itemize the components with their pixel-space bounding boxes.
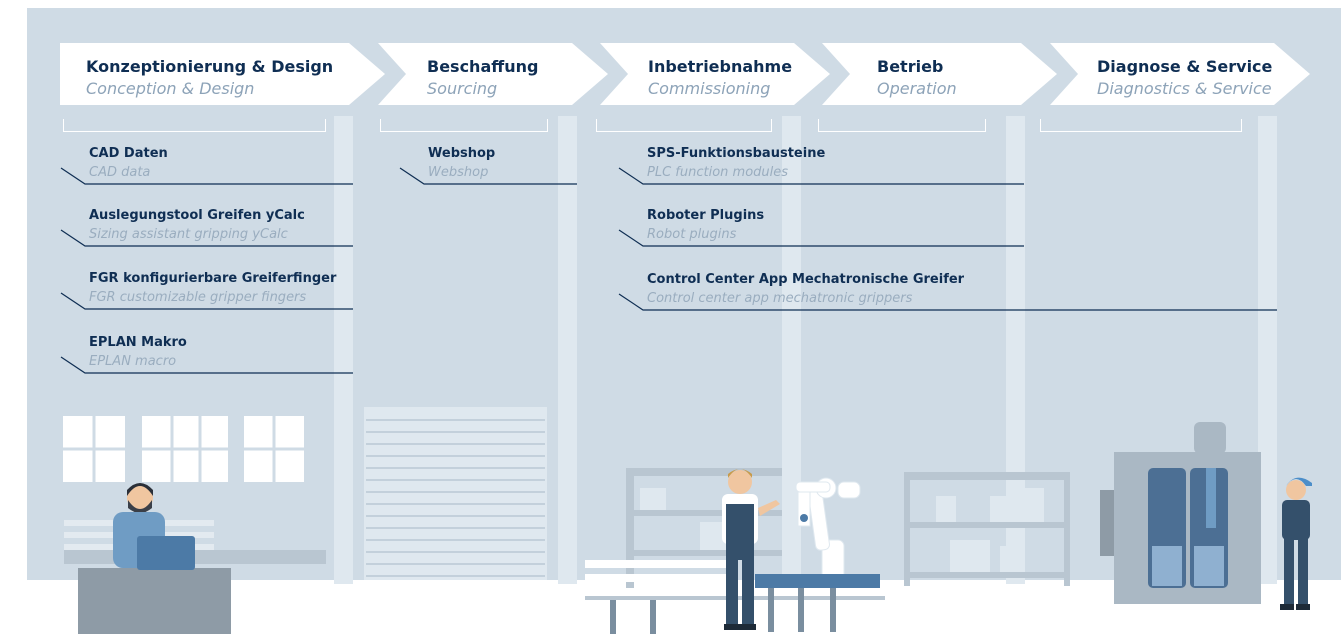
tool-title: EPLAN Makro xyxy=(89,335,187,350)
stage-conception: Konzeptionierung & Design Conception & D… xyxy=(60,43,385,105)
tool-subtitle: CAD data xyxy=(89,165,151,180)
storage-rack xyxy=(626,468,782,588)
stage-title: Konzeptionierung & Design xyxy=(86,57,334,76)
desk xyxy=(78,568,231,634)
stage-bracket xyxy=(596,116,772,132)
stage-sourcing: Beschaffung Sourcing xyxy=(378,43,608,105)
tool-title: Webshop xyxy=(428,146,496,161)
stage-bracket xyxy=(818,116,986,132)
pillar xyxy=(558,116,577,584)
stage-title: Diagnose & Service xyxy=(1097,57,1273,76)
stage-commissioning: Inbetriebnahme Commissioning xyxy=(600,43,830,105)
operation-rack xyxy=(904,472,1070,586)
tool-title: Roboter Plugins xyxy=(647,208,765,223)
service-machine xyxy=(1100,422,1261,604)
tool-subtitle: Control center app mechatronic grippers xyxy=(647,291,913,306)
technician-figure xyxy=(722,469,780,630)
stage-subtitle: Diagnostics & Service xyxy=(1097,79,1272,98)
pillar xyxy=(1006,116,1025,584)
stage-bracket xyxy=(1040,116,1242,132)
stage-bracket xyxy=(63,116,326,132)
stage-subtitle: Operation xyxy=(877,79,957,98)
tool-subtitle: Sizing assistant gripping yCalc xyxy=(89,227,288,242)
tool-subtitle: Webshop xyxy=(428,165,489,180)
service-technician-figure xyxy=(1280,477,1312,610)
engineer-figure xyxy=(113,483,195,570)
pillar xyxy=(334,116,353,584)
stage-subtitle: Conception & Design xyxy=(86,79,255,98)
rolling-gate xyxy=(364,407,547,580)
stage-title: Beschaffung xyxy=(427,57,539,76)
tool-subtitle: Robot plugins xyxy=(647,227,737,242)
pillar xyxy=(782,116,801,584)
stage-subtitle: Commissioning xyxy=(648,79,771,98)
robot-arm xyxy=(795,477,861,581)
tool-subtitle: PLC function modules xyxy=(647,165,789,180)
stage-title: Betrieb xyxy=(877,57,944,76)
pillar xyxy=(1258,116,1277,584)
tool-title: FGR konfigurierbare Greiferfinger xyxy=(89,271,337,286)
tool-title: Control Center App Mechatronische Greife… xyxy=(647,272,965,287)
tool-subtitle: EPLAN macro xyxy=(89,354,177,369)
tool-title: CAD Daten xyxy=(89,146,168,161)
factory-illustration xyxy=(63,407,1312,634)
tool-subtitle: FGR customizable gripper fingers xyxy=(89,290,307,305)
stage-title: Inbetriebnahme xyxy=(648,57,793,76)
tool-title: SPS-Funktionsbausteine xyxy=(647,146,826,161)
tool-title: Auslegungstool Greifen yCalc xyxy=(89,208,305,223)
stage-operation: Betrieb Operation xyxy=(822,43,1057,105)
work-table xyxy=(610,574,880,634)
stage-bracket xyxy=(380,116,548,132)
stage-diagnostics: Diagnose & Service Diagnostics & Service xyxy=(1050,43,1310,105)
stage-subtitle: Sourcing xyxy=(427,79,498,98)
